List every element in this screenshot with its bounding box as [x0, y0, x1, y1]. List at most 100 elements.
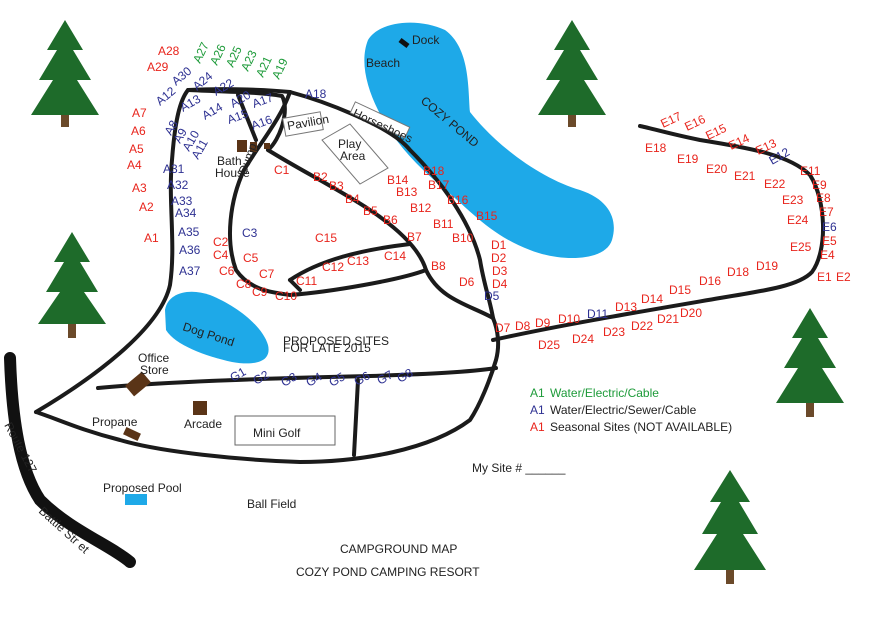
site-label-d24: D24	[572, 332, 594, 346]
site-label-d19: D19	[756, 259, 778, 273]
tree-icon	[31, 20, 99, 127]
site-label-b7: B7	[407, 230, 422, 244]
site-label-b18: B18	[423, 164, 445, 178]
site-label-e11: E11	[800, 164, 821, 178]
tree-icon	[538, 20, 606, 127]
site-label-d22: D22	[631, 319, 653, 333]
site-label-a15: A15	[225, 106, 250, 127]
site-label-a6: A6	[131, 124, 146, 138]
site-label-c11: C11	[296, 274, 317, 288]
legend: A1 Water/Electric/Cable A1 Water/Electri…	[530, 386, 732, 434]
play-area-box	[321, 123, 389, 185]
site-label-a35: A35	[178, 225, 200, 239]
site-label-c3: C3	[242, 226, 258, 240]
site-label-d11: D11	[587, 307, 608, 321]
site-label-e5: E5	[822, 234, 837, 248]
site-label-d23: D23	[603, 325, 625, 339]
site-label-e20: E20	[706, 162, 728, 176]
site-label-a32: A32	[167, 178, 189, 192]
site-label-a31: A31	[163, 162, 185, 176]
site-label-d21: D21	[657, 312, 679, 326]
pavilion-box	[282, 111, 324, 137]
site-label-e6: E6	[822, 220, 837, 234]
site-label-c12: C12	[322, 260, 344, 274]
site-label-c8: C8	[236, 277, 252, 291]
site-label-e17: E17	[658, 109, 684, 131]
site-label-a33: A33	[171, 194, 193, 208]
tree-icon	[776, 308, 844, 417]
dock-icon	[398, 38, 410, 48]
site-label-c6: C6	[219, 264, 235, 278]
site-label-d16: D16	[699, 274, 721, 288]
dog-pond	[165, 291, 269, 364]
pool-icon	[125, 494, 147, 505]
propane-label: Propane	[92, 415, 138, 429]
site-label-b17: B17	[428, 178, 450, 192]
site-label-g7: G7	[375, 367, 396, 387]
site-label-b14: B14	[387, 173, 409, 187]
arcade-building	[193, 401, 207, 415]
legend-code: A1	[530, 403, 545, 417]
site-label-b16: B16	[447, 193, 469, 207]
site-label-b10: B10	[452, 231, 474, 245]
legend-text: Seasonal Sites (NOT AVAILABLE)	[550, 420, 732, 434]
site-label-d4: D4	[492, 277, 508, 291]
site-label-a14: A14	[200, 100, 226, 123]
site-label-d25: D25	[538, 338, 560, 352]
propane-building	[123, 426, 141, 442]
site-label-c13: C13	[347, 254, 369, 268]
site-label-b8: B8	[431, 259, 446, 273]
site-label-e25: E25	[790, 240, 812, 254]
site-label-d8: D8	[515, 319, 531, 333]
site-label-a2: A2	[139, 200, 154, 214]
ball-field-label: Ball Field	[247, 497, 296, 511]
proposed-pool-label: Proposed Pool	[103, 481, 182, 495]
site-label-g4: G4	[304, 369, 325, 389]
site-label-b3: B3	[329, 179, 344, 193]
site-label-e18: E18	[645, 141, 667, 155]
site-label-b12: B12	[410, 201, 432, 215]
site-label-e19: E19	[677, 152, 699, 166]
cozy-pond	[364, 22, 614, 259]
route-127	[4, 352, 136, 568]
site-label-a3: A3	[132, 181, 147, 195]
site-label-e24: E24	[787, 213, 809, 227]
dock-label: Dock	[412, 33, 440, 47]
site-label-b11: B11	[433, 217, 454, 231]
site-label-a5: A5	[129, 142, 144, 156]
site-label-e23: E23	[782, 193, 804, 207]
site-label-b15: B15	[476, 209, 498, 223]
arcade-label: Arcade	[184, 417, 222, 431]
site-label-g5: G5	[327, 369, 348, 389]
site-label-c5: C5	[243, 251, 259, 265]
site-label-a29: A29	[147, 60, 169, 74]
mini-golf-box	[234, 415, 336, 446]
proposed-sites-label: PROPOSED SITESFOR LATE 2015	[283, 334, 389, 355]
site-label-g2: G2	[251, 367, 272, 387]
legend-code: A1	[530, 386, 545, 400]
site-label-c10: C10	[275, 289, 297, 303]
site-label-a36: A36	[179, 243, 201, 257]
site-label-a8: A8	[161, 118, 181, 138]
site-label-d2: D2	[491, 251, 507, 265]
site-label-g8: G8	[395, 365, 416, 385]
resort-name: COZY POND CAMPING RESORT	[296, 565, 480, 579]
site-label-b13: B13	[396, 185, 418, 199]
site-label-e4: E4	[820, 248, 835, 262]
site-label-g3: G3	[279, 369, 300, 389]
site-label-e9: E9	[812, 178, 827, 192]
site-label-a16: A16	[249, 112, 274, 133]
site-label-d1: D1	[491, 238, 507, 252]
site-label-e21: E21	[734, 169, 756, 183]
site-label-a7: A7	[132, 106, 147, 120]
site-label-a12: A12	[153, 84, 179, 109]
road-network	[34, 87, 826, 464]
site-label-b6: B6	[383, 213, 398, 227]
site-label-a4: A4	[127, 158, 142, 172]
site-label-c7: C7	[259, 267, 275, 281]
site-label-b5: B5	[363, 204, 378, 218]
site-label-a1: A1	[144, 231, 159, 245]
site-label-e1: E1	[817, 270, 832, 284]
